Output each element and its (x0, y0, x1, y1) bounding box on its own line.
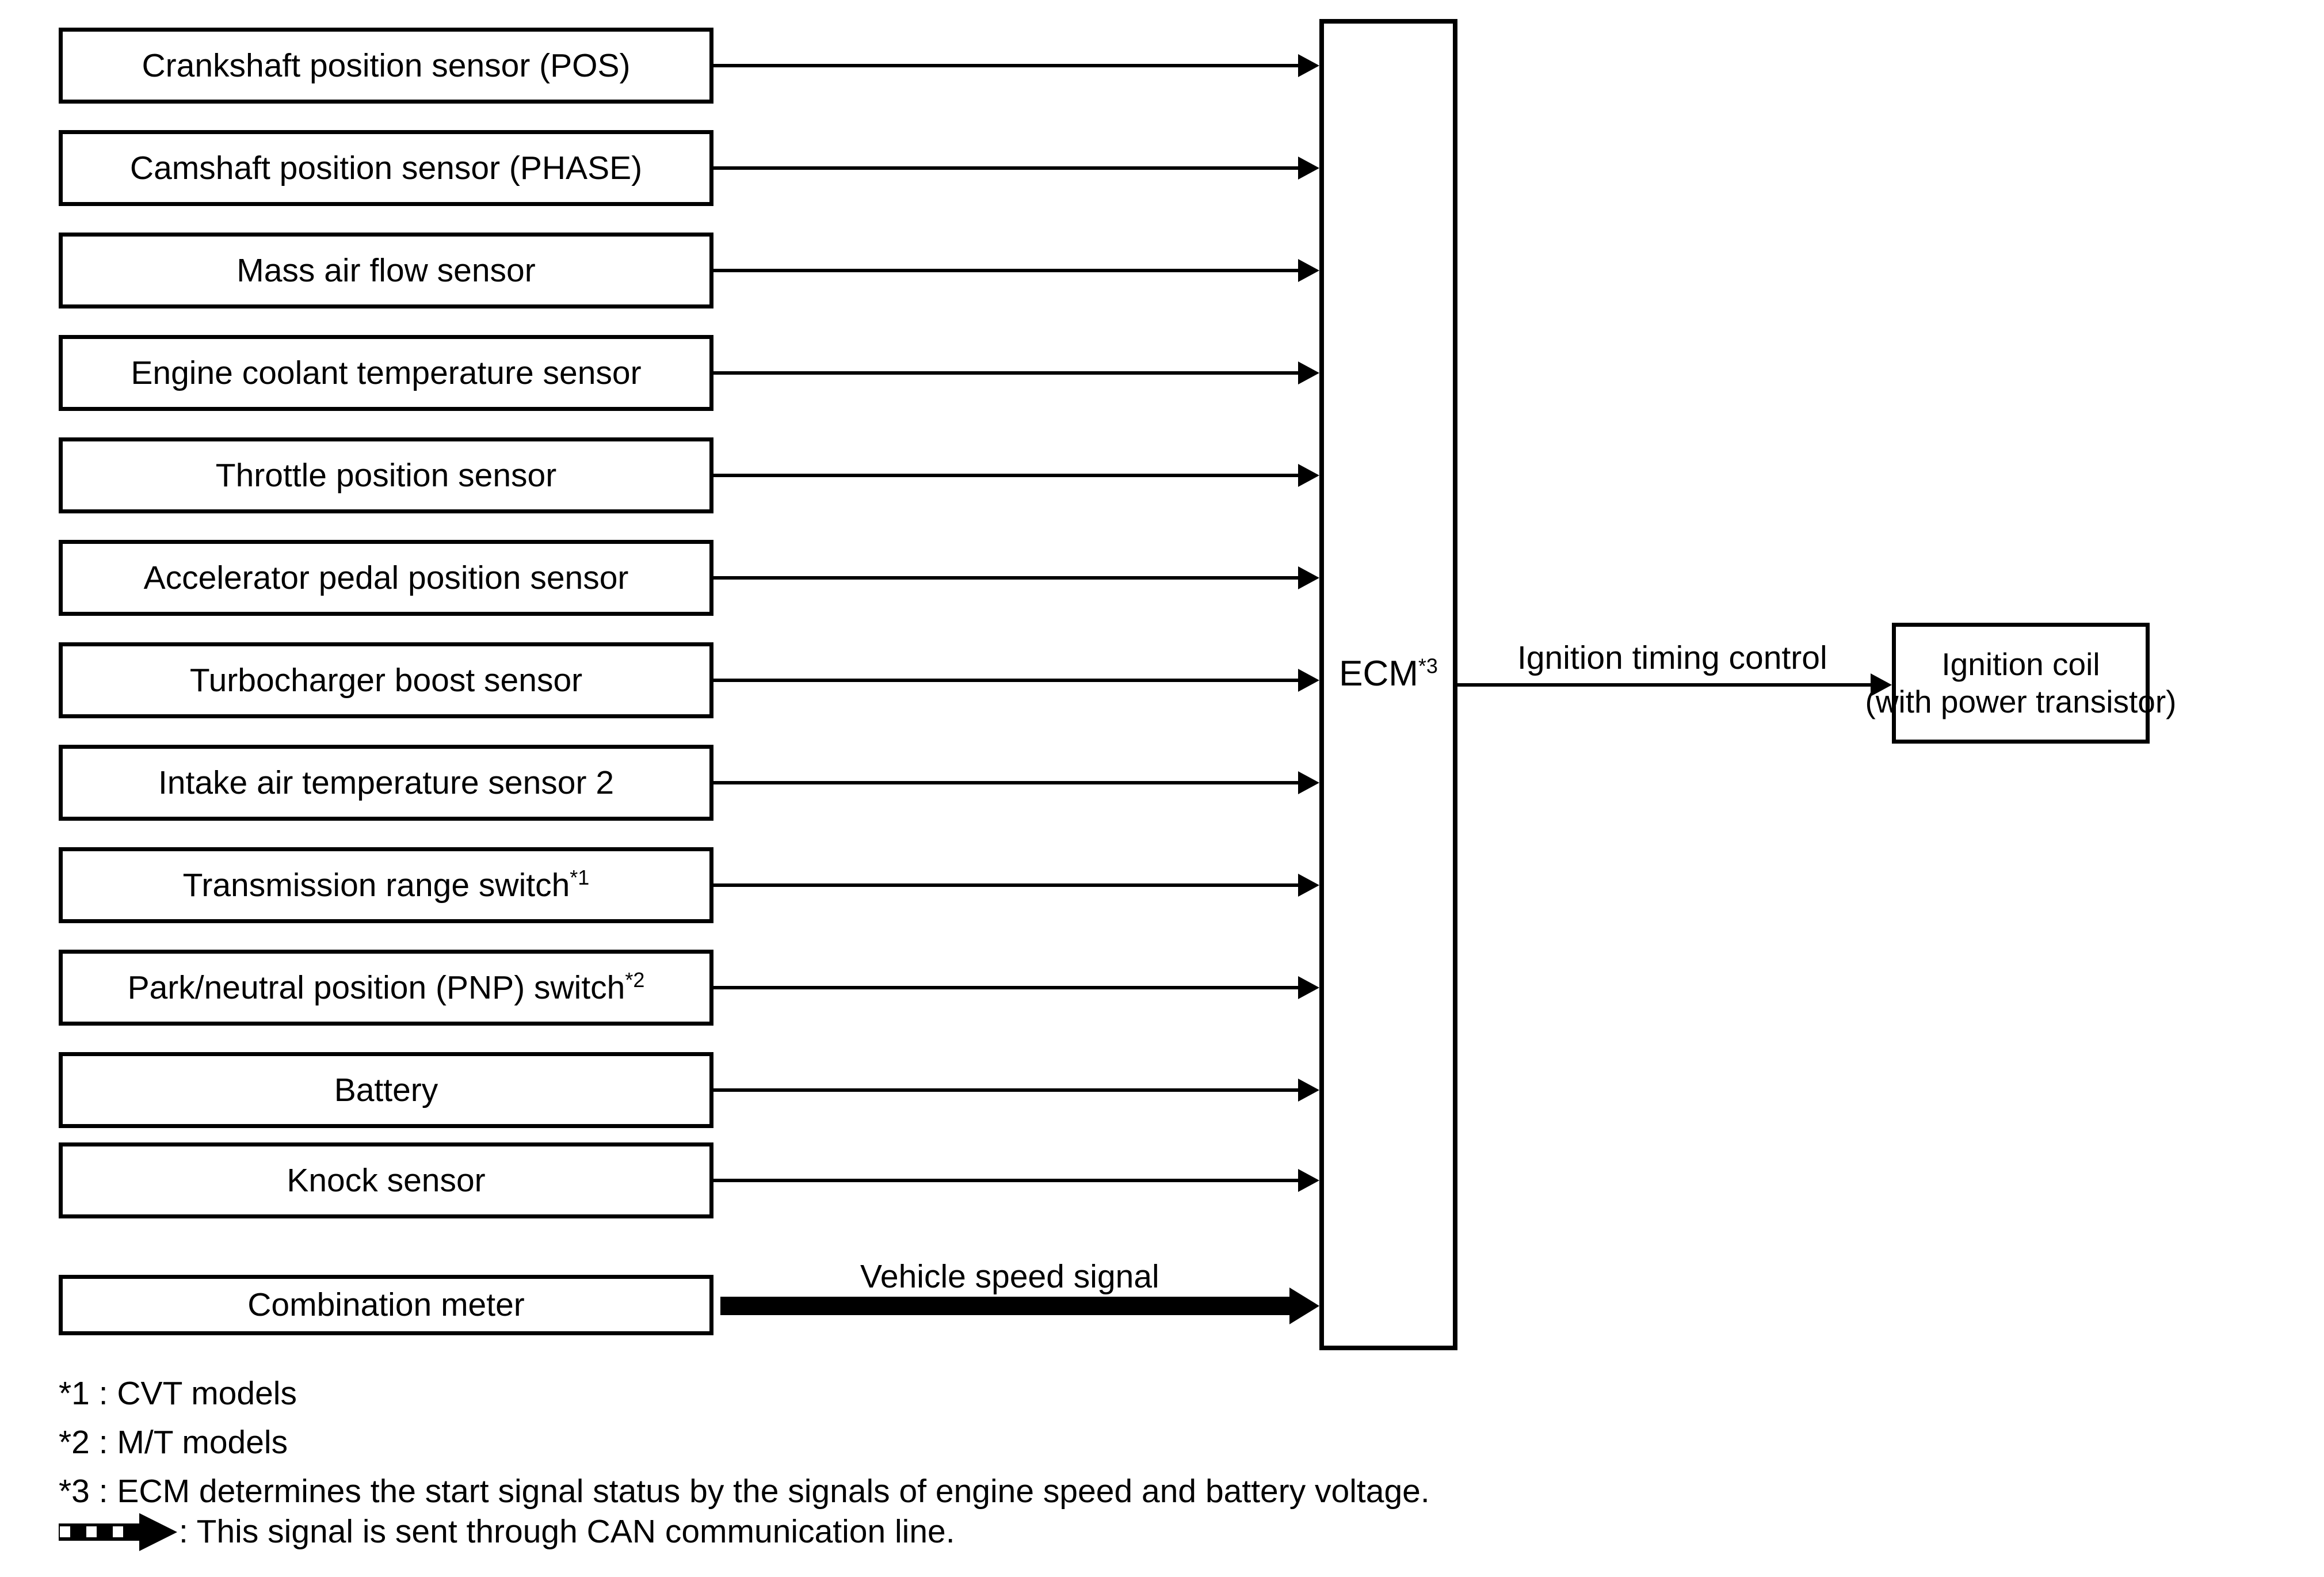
arrow-stem (713, 371, 1298, 375)
signal-arrow-ignition-timing-control (1457, 673, 1892, 696)
can-icon-dashes (60, 1526, 141, 1537)
input-box-accelerator-pedal-position-sensor[interactable]: Accelerator pedal position sensor (59, 540, 713, 616)
input-box-transmission-range-switch[interactable]: Transmission range switch*1 (59, 847, 713, 923)
input-box-label: Transmission range switch*1 (183, 867, 590, 904)
legend-text: : This signal is sent through CAN commun… (179, 1513, 955, 1550)
arrow-head-icon (1298, 259, 1319, 282)
input-box-combination-meter[interactable]: Combination meter (59, 1275, 713, 1335)
arrow-stem (713, 576, 1298, 580)
input-box-throttle-position-sensor[interactable]: Throttle position sensor (59, 437, 713, 513)
input-box-label: Engine coolant temperature sensor (131, 354, 642, 391)
arrow-stem (713, 781, 1298, 784)
input-box-label: Knock sensor (287, 1161, 486, 1199)
input-box-crankshaft-position-sensor[interactable]: Crankshaft position sensor (POS) (59, 28, 713, 104)
input-box-label: Intake air temperature sensor 2 (158, 764, 615, 801)
footnote-marker-2: *2 (625, 967, 645, 992)
input-box-label: Combination meter (247, 1286, 525, 1324)
can-signal-arrow-vehicle-speed (720, 1287, 1319, 1324)
input-box-label: Turbocharger boost sensor (189, 661, 583, 699)
arrow-head-icon (1298, 1169, 1319, 1192)
arrow-stem (713, 64, 1298, 67)
signal-arrow-camshaft-position-sensor (713, 157, 1319, 180)
signal-arrow-crankshaft-position-sensor (713, 54, 1319, 77)
can-icon-arrow-head-icon (139, 1513, 177, 1551)
arrow-head-icon (1298, 669, 1319, 692)
input-box-label-text: Transmission range switch (182, 866, 570, 904)
arrow-stem (713, 166, 1298, 170)
arrow-stem (713, 679, 1298, 682)
arrow-stem (713, 474, 1298, 477)
arrow-head-icon (1298, 361, 1319, 384)
signal-arrow-turbocharger-boost-sensor (713, 669, 1319, 692)
arrow-head-icon (1298, 566, 1319, 589)
input-box-label: Park/neutral position (PNP) switch*2 (127, 967, 645, 1006)
arrow-head-icon (1298, 464, 1319, 487)
legend-can-communication: : This signal is sent through CAN commun… (59, 1513, 955, 1551)
signal-arrow-mass-air-flow-sensor (713, 259, 1319, 282)
arrow-stem (713, 269, 1298, 272)
arrow-stem (1457, 683, 1871, 687)
output-box-label-line2: (with power transistor) (1865, 684, 2177, 719)
footnote-marker-1: *1 (570, 865, 590, 889)
arrow-stem (713, 883, 1298, 887)
can-arrow-head-icon (1289, 1287, 1319, 1324)
footnote-marker-3: *3 (1418, 654, 1438, 678)
can-line-icon (59, 1513, 177, 1551)
arrow-head-icon (1298, 874, 1319, 897)
input-box-label: Throttle position sensor (215, 456, 557, 494)
footnote-1: *1 : CVT models (59, 1375, 297, 1412)
input-box-camshaft-position-sensor[interactable]: Camshaft position sensor (PHASE) (59, 130, 713, 206)
arrow-stem (713, 986, 1298, 989)
arrow-head-icon (1871, 673, 1892, 696)
signal-arrow-transmission-range-switch (713, 874, 1319, 897)
footnote-2: *2 : M/T models (59, 1424, 288, 1461)
arrow-stem (713, 1179, 1298, 1182)
input-box-engine-coolant-temperature-sensor[interactable]: Engine coolant temperature sensor (59, 335, 713, 411)
input-box-turbocharger-boost-sensor[interactable]: Turbocharger boost sensor (59, 642, 713, 718)
input-box-intake-air-temperature-sensor-2[interactable]: Intake air temperature sensor 2 (59, 745, 713, 821)
arrow-stem (713, 1088, 1298, 1092)
ecm-label: ECM*3 (1319, 653, 1457, 694)
input-box-label: Mass air flow sensor (236, 252, 536, 289)
input-box-battery[interactable]: Battery (59, 1052, 713, 1128)
edge-label-vehicle-speed-signal: Vehicle speed signal (860, 1258, 1159, 1295)
input-box-knock-sensor[interactable]: Knock sensor (59, 1142, 713, 1218)
arrow-head-icon (1298, 771, 1319, 794)
input-box-label: Crankshaft position sensor (POS) (142, 47, 631, 84)
arrow-head-icon (1298, 54, 1319, 77)
ecm-label-text: ECM (1339, 654, 1418, 694)
can-arrow-dashes (720, 1300, 1286, 1312)
output-box-ignition-coil[interactable]: Ignition coil (with power transistor) (1865, 623, 2177, 744)
input-box-label-text: Park/neutral position (PNP) switch (127, 969, 625, 1006)
arrow-head-icon (1298, 976, 1319, 999)
input-box-label: Accelerator pedal position sensor (143, 559, 629, 596)
input-box-mass-air-flow-sensor[interactable]: Mass air flow sensor (59, 233, 713, 308)
signal-arrow-intake-air-temperature-sensor-2 (713, 771, 1319, 794)
signal-arrow-battery (713, 1079, 1319, 1102)
input-box-label: Battery (334, 1071, 438, 1109)
input-box-park-neutral-position-switch[interactable]: Park/neutral position (PNP) switch*2 (59, 950, 713, 1026)
edge-label-ignition-timing-control: Ignition timing control (1517, 639, 1827, 676)
signal-arrow-park-neutral-position-switch (713, 976, 1319, 999)
output-box-label-line1: Ignition coil (1941, 646, 2100, 683)
arrow-head-icon (1298, 1079, 1319, 1102)
signal-arrow-accelerator-pedal-position-sensor (713, 566, 1319, 589)
ecm-box[interactable] (1319, 19, 1457, 1350)
signal-arrow-throttle-position-sensor (713, 464, 1319, 487)
input-box-label: Camshaft position sensor (PHASE) (129, 149, 643, 186)
signal-arrow-knock-sensor (713, 1169, 1319, 1192)
signal-arrow-engine-coolant-temperature-sensor (713, 361, 1319, 384)
footnote-3: *3 : ECM determines the start signal sta… (59, 1473, 1430, 1510)
arrow-head-icon (1298, 157, 1319, 180)
